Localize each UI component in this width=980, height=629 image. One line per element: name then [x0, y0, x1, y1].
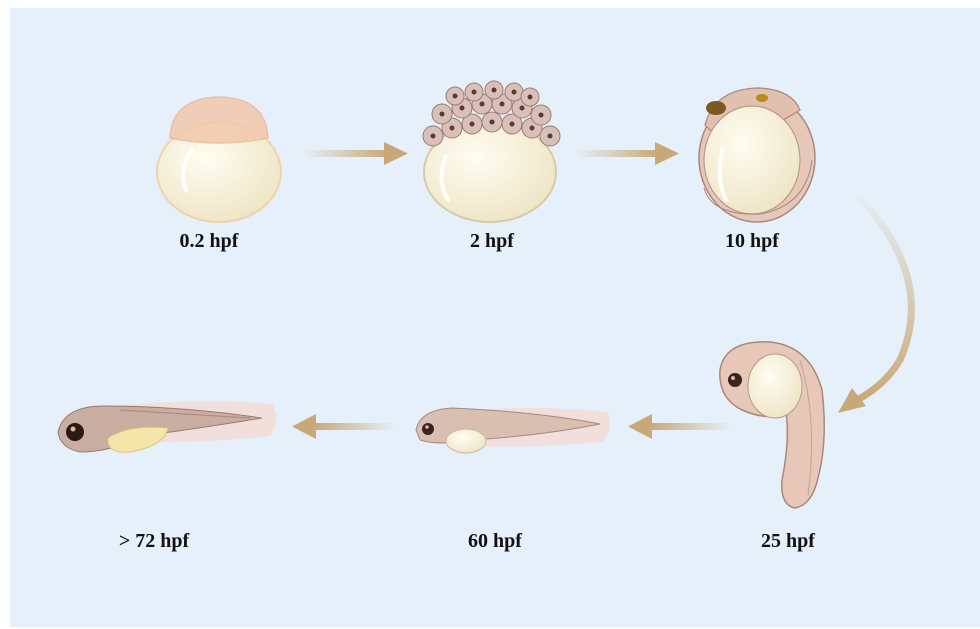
arrow-25-to-60-hpf [628, 414, 732, 439]
larva-72-hpf-icon [58, 401, 277, 452]
embryo-0-2-hpf-icon [157, 97, 281, 222]
arrow-10-to-25-hpf [838, 200, 911, 413]
embryo-25-hpf-icon [720, 342, 824, 508]
diagram-canvas: 0.2 hpf 2 hpf 10 hpf 25 hpf 60 hpf > 72 … [10, 8, 980, 627]
embryo-10-hpf-icon [699, 88, 815, 222]
embryo-2-hpf-icon [423, 81, 560, 222]
larva-60-hpf-icon [416, 408, 610, 453]
stage-label-72-hpf: > 72 hpf [119, 530, 189, 553]
arrow-2-to-10-hpf [575, 142, 679, 165]
stage-label-60-hpf: 60 hpf [468, 530, 522, 553]
arrow-60-to-72-hpf [292, 414, 396, 439]
stage-label-10-hpf: 10 hpf [725, 230, 779, 253]
stage-label-0-2-hpf: 0.2 hpf [180, 230, 239, 253]
arrow-0-2-to-2-hpf [302, 142, 408, 165]
stage-label-25-hpf: 25 hpf [761, 530, 815, 553]
stage-label-2-hpf: 2 hpf [470, 230, 514, 253]
